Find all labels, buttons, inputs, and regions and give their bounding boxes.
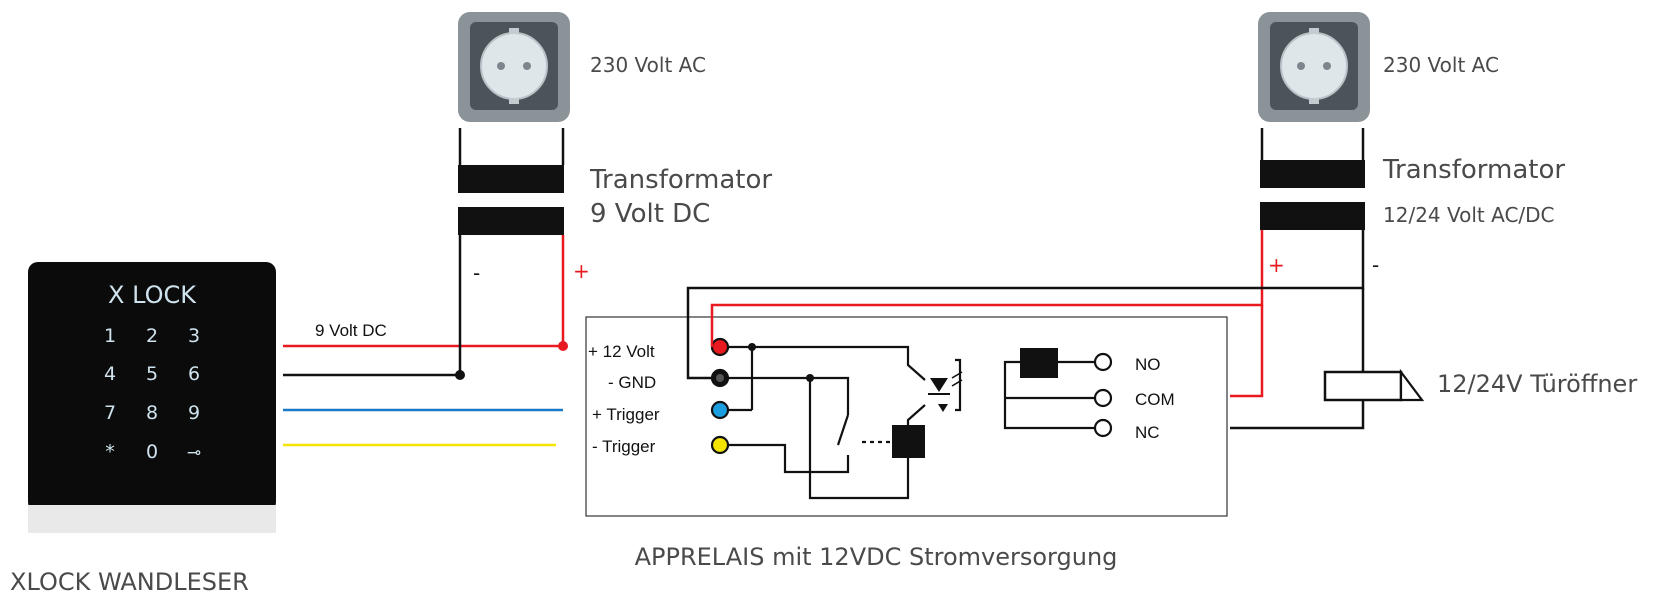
key-icon: ⊸ bbox=[187, 443, 201, 463]
reader-cables bbox=[283, 235, 568, 447]
key-5: 5 bbox=[146, 363, 158, 385]
relay-internal-circuit bbox=[720, 345, 1095, 500]
terminal-12v-dot bbox=[710, 337, 730, 357]
transformer-right-minus: - bbox=[1372, 253, 1379, 277]
key-9: 9 bbox=[188, 402, 200, 424]
transformer-left-title: Transformator bbox=[589, 165, 772, 195]
output-com-dot bbox=[1093, 388, 1113, 408]
key-3: 3 bbox=[188, 325, 200, 347]
terminal-trigger-minus-label: - Trigger bbox=[592, 437, 656, 456]
terminal-trigger-plus-label: + Trigger bbox=[592, 405, 660, 424]
socket-left-label: 230 Volt AC bbox=[590, 53, 706, 77]
key-4: 4 bbox=[104, 363, 116, 385]
door-opener bbox=[1323, 368, 1425, 402]
optocoupler bbox=[928, 371, 963, 412]
transformer-left-minus: - bbox=[473, 261, 480, 285]
key-6: 6 bbox=[188, 363, 200, 385]
output-no-dot bbox=[1093, 352, 1113, 372]
transformer-left-voltage: 9 Volt DC bbox=[590, 199, 710, 229]
transformer-left-plus: + bbox=[573, 259, 590, 283]
reader-brand: X LOCK bbox=[108, 281, 197, 309]
reader-caption: XLOCK WANDLESER bbox=[10, 568, 249, 596]
relay-coil bbox=[892, 425, 925, 458]
transformer-right-title: Transformator bbox=[1382, 155, 1565, 185]
right-power-wiring bbox=[686, 230, 1365, 430]
cable-label: 9 Volt DC bbox=[315, 321, 387, 340]
relay-contact-block bbox=[1020, 348, 1058, 378]
key-8: 8 bbox=[146, 402, 158, 424]
transformer-right bbox=[1260, 128, 1365, 230]
key-7: 7 bbox=[104, 402, 116, 424]
output-nc-dot bbox=[1093, 418, 1113, 438]
key-star: * bbox=[105, 441, 115, 463]
output-nc-label: NC bbox=[1135, 423, 1160, 442]
terminal-trigger-plus-dot bbox=[710, 400, 730, 420]
key-2: 2 bbox=[146, 325, 158, 347]
output-no-label: NO bbox=[1135, 355, 1161, 374]
reader-keypad: 1 2 3 4 5 6 7 8 9 * 0 ⊸ bbox=[104, 325, 201, 463]
xlock-reader: X LOCK 1 2 3 4 5 6 7 8 9 * 0 ⊸ bbox=[28, 262, 276, 533]
power-socket-right bbox=[1258, 12, 1370, 122]
output-com-label: COM bbox=[1135, 390, 1175, 409]
power-socket-left bbox=[458, 12, 570, 122]
terminal-12v-label: + 12 Volt bbox=[588, 342, 655, 361]
key-0: 0 bbox=[146, 441, 158, 463]
transformer-right-voltage: 12/24 Volt AC/DC bbox=[1383, 203, 1555, 227]
transformer-left bbox=[458, 128, 565, 235]
transformer-right-plus: + bbox=[1268, 253, 1285, 277]
socket-right-label: 230 Volt AC bbox=[1383, 53, 1499, 77]
relay-module: + 12 Volt - GND + Trigger - Trigger bbox=[585, 316, 1228, 517]
key-1: 1 bbox=[104, 325, 116, 347]
relay-caption: APPRELAIS mit 12VDC Stromversorgung bbox=[635, 543, 1118, 571]
door-opener-label: 12/24V Türöffner bbox=[1437, 370, 1637, 398]
terminal-trigger-minus-dot bbox=[710, 435, 730, 455]
terminal-gnd-label: - GND bbox=[608, 373, 656, 392]
